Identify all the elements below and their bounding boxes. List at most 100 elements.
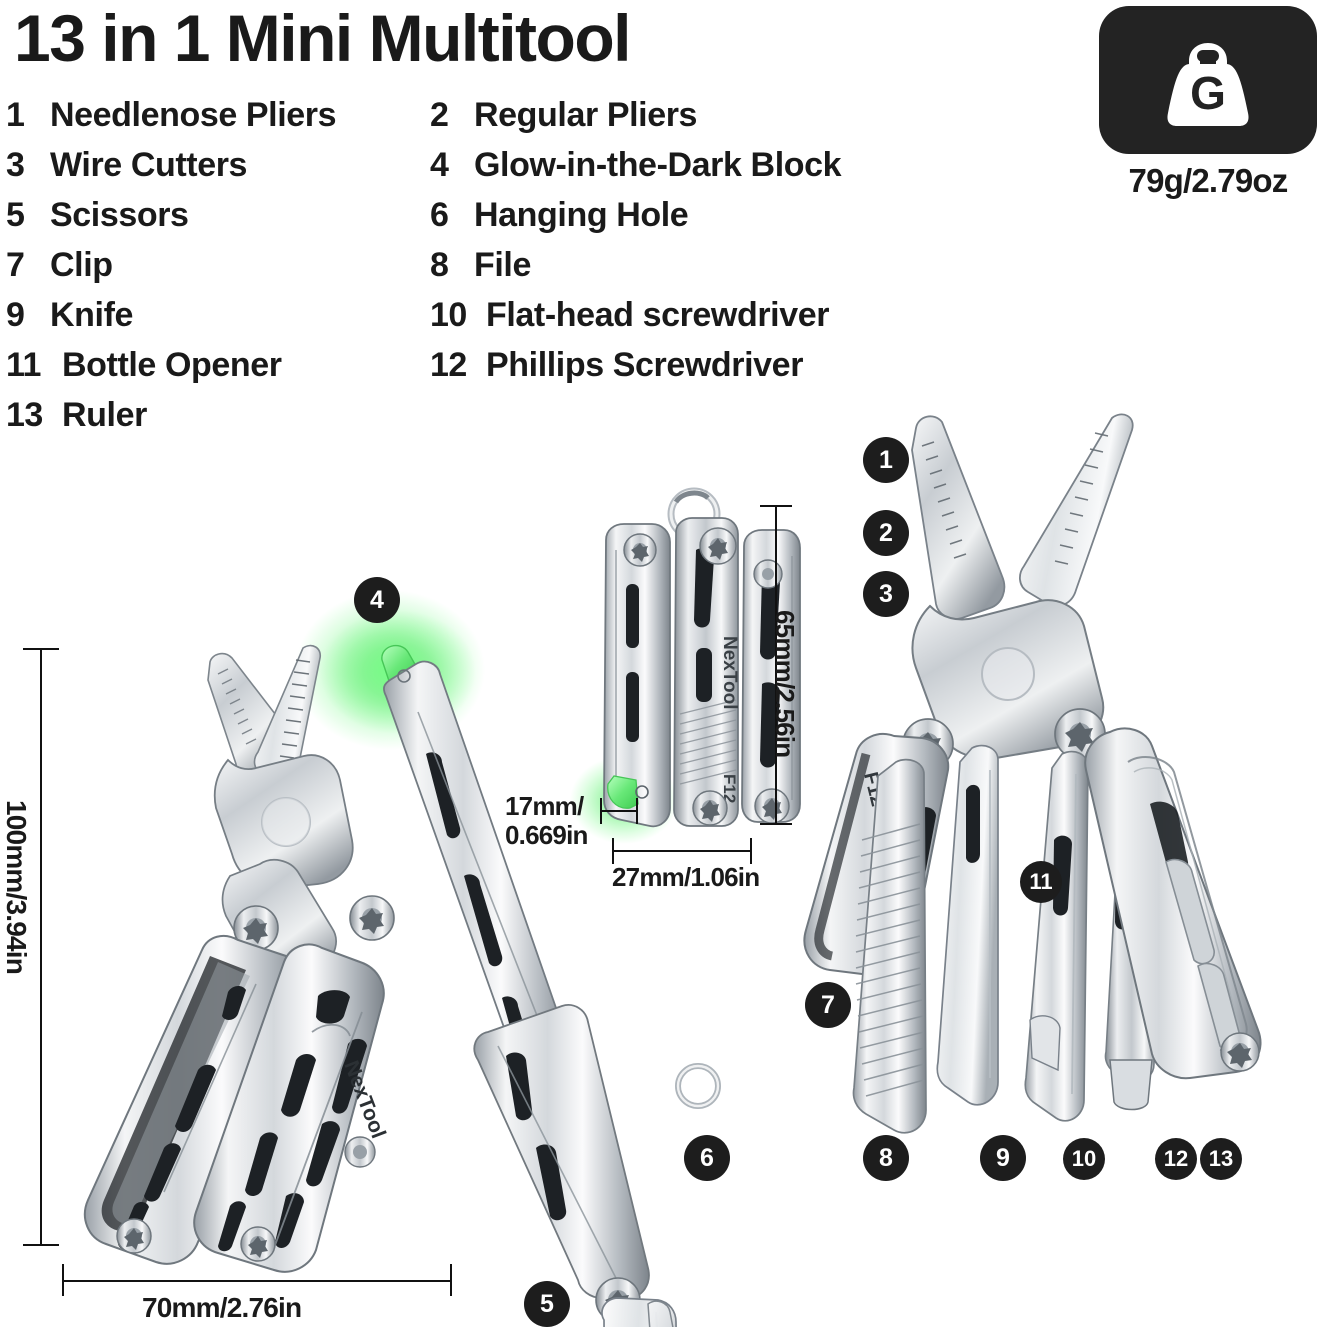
torx-screw: [1220, 1032, 1260, 1072]
file-tool: [852, 758, 927, 1134]
callout-1[interactable]: 1: [863, 437, 909, 483]
feature-number: 6: [430, 196, 449, 234]
weight-badge: G 79g/2.79oz: [1099, 6, 1317, 200]
feature-item-8: 8 File: [430, 246, 1050, 285]
feature-number: 8: [430, 246, 449, 284]
hanging-hole-ring: [675, 1063, 721, 1109]
feature-number: 4: [430, 146, 449, 184]
dimension-cap-bottom: [23, 1244, 59, 1246]
multitool-open-left: NexTool: [83, 590, 485, 1273]
callout-5[interactable]: 5: [524, 1281, 570, 1327]
dimension-closed-width: 27mm/1.06in: [612, 862, 760, 892]
callout-6[interactable]: 6: [684, 1135, 730, 1181]
feature-row: 3 Wire Cutters 4 Glow-in-the-Dark Block: [0, 146, 1060, 196]
torx-screw: [753, 559, 783, 589]
dimension-cap-right: [750, 838, 752, 864]
dimension-line-thickness: [600, 810, 638, 812]
callout-8[interactable]: 8: [863, 1135, 909, 1181]
feature-item-5: 5 Scissors: [0, 196, 430, 235]
feature-number: 11: [6, 346, 41, 384]
torx-screw: [349, 895, 395, 941]
dimension-cap-left: [600, 798, 602, 824]
product-artwork: NexTool: [83, 413, 1262, 1327]
torx-screw: [699, 527, 737, 565]
feature-item-9: 9 Knife: [0, 296, 430, 335]
dimension-open-width: 70mm/2.76in: [142, 1292, 302, 1323]
feature-item-1: 1 Needlenose Pliers: [0, 96, 430, 135]
dimension-line-open-width: [62, 1280, 452, 1282]
weight-badge-tile: G: [1099, 6, 1317, 154]
weight-value: 79g/2.79oz: [1128, 162, 1289, 199]
callout-9[interactable]: 9: [980, 1135, 1026, 1181]
feature-number: 3: [6, 146, 25, 184]
dimension-cap-left: [62, 1264, 64, 1296]
weight-icon-letter: G: [1190, 67, 1226, 119]
feature-item-11: 11 Bottle Opener: [0, 346, 430, 385]
feature-label: Knife: [50, 296, 134, 334]
callout-4[interactable]: 4: [354, 577, 400, 623]
glow-in-the-dark-block: [320, 610, 574, 1080]
feature-label: Scissors: [50, 196, 189, 234]
callout-10[interactable]: 10: [1063, 1138, 1105, 1180]
callout-3[interactable]: 3: [863, 571, 909, 617]
feature-item-4: 4 Glow-in-the-Dark Block: [430, 146, 1050, 185]
dimension-cap-right: [450, 1264, 452, 1296]
bottle-opener-tool: [1024, 750, 1089, 1122]
model-mark-closed: F12: [720, 774, 739, 803]
feature-number: 7: [6, 246, 25, 284]
thickness-line-1: 17mm/: [505, 791, 584, 821]
product-illustration-area: NexTool: [0, 400, 1331, 1327]
dimension-cap-bottom: [760, 823, 792, 825]
callout-12[interactable]: 12: [1155, 1138, 1197, 1180]
feature-number: 13: [6, 396, 43, 434]
feature-item-2: 2 Regular Pliers: [430, 96, 1050, 135]
feature-label: Needlenose Pliers: [50, 96, 337, 134]
torx-screw: [754, 788, 790, 824]
callout-13[interactable]: 13: [1200, 1138, 1242, 1180]
multitool-open-right: F12: [803, 413, 1262, 1134]
dimension-cap-right: [636, 798, 638, 824]
feature-label: Flat-head screwdriver: [486, 296, 830, 334]
torx-screw: [116, 1218, 152, 1254]
callout-11[interactable]: 11: [1020, 861, 1062, 903]
weight-kettlebell-icon: G: [1167, 43, 1249, 126]
feature-item-3: 3 Wire Cutters: [0, 146, 430, 185]
feature-row: 1 Needlenose Pliers 2 Regular Pliers: [0, 96, 1060, 146]
handle-right-open-ruler: [1084, 727, 1262, 1080]
feature-number: 2: [430, 96, 449, 134]
dimension-cap-top: [23, 648, 59, 650]
feature-item-13: 13 Ruler: [0, 396, 430, 435]
feature-item-7: 7 Clip: [0, 246, 430, 285]
page-title: 13 in 1 Mini Multitool: [14, 1, 631, 75]
feature-label: Regular Pliers: [474, 96, 698, 134]
feature-label: Wire Cutters: [50, 146, 248, 184]
torx-screw: [240, 1226, 276, 1262]
scissors-tool: [473, 1004, 677, 1327]
handle-left-folded: [83, 934, 307, 1265]
feature-label: Hanging Hole: [474, 196, 689, 234]
feature-label: Ruler: [62, 396, 147, 434]
torx-screw: [692, 790, 728, 826]
feature-list: 1 Needlenose Pliers 2 Regular Pliers 3 W…: [0, 96, 1060, 446]
dimension-line-closed-width: [612, 850, 752, 852]
dimension-line-open-height: [40, 648, 42, 1246]
callout-7[interactable]: 7: [805, 982, 851, 1028]
feature-item-12: 12 Phillips Screwdriver: [430, 346, 1050, 385]
feature-label: File: [474, 246, 531, 284]
callout-2[interactable]: 2: [863, 510, 909, 556]
feature-number: 5: [6, 196, 25, 234]
feature-number: 9: [6, 296, 25, 334]
feature-label: Glow-in-the-Dark Block: [474, 146, 842, 184]
torx-screw: [344, 1136, 376, 1168]
dimension-cap-top: [760, 505, 792, 507]
dimension-closed-height: 65mm/2.56in: [770, 610, 800, 758]
feature-row: 5 Scissors 6 Hanging Hole: [0, 196, 1060, 246]
feature-row: 13 Ruler: [0, 396, 1060, 446]
dimension-open-height: 100mm/3.94in: [1, 800, 32, 975]
dimension-cap-left: [612, 838, 614, 864]
knife-blade: [936, 744, 999, 1106]
thickness-line-2: 0.669in: [505, 820, 588, 851]
brand-mark-closed: NexTool: [719, 636, 740, 710]
multitool-closed-middle: NexTool F12: [570, 487, 801, 844]
feature-label: Clip: [50, 246, 113, 284]
